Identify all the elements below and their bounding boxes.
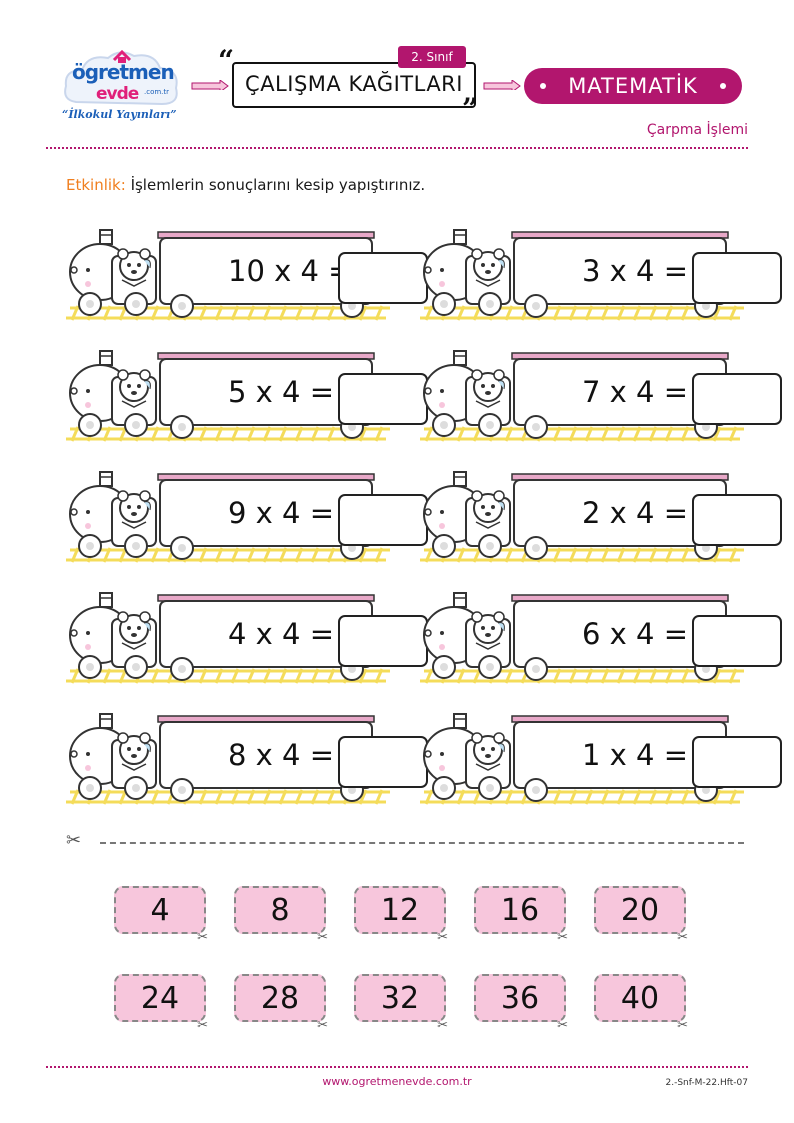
train-illustration (66, 592, 390, 684)
scissors-icon: ✂ (437, 1018, 448, 1033)
train-problem-card: 3 x 4 = (414, 228, 782, 328)
arrow-right-icon (191, 80, 229, 90)
train-illustration (66, 713, 390, 805)
train-illustration (420, 350, 744, 442)
train-illustration (66, 471, 390, 563)
open-quote-icon: “ (218, 44, 235, 77)
multiplication-expression: 10 x 4 = (228, 254, 353, 288)
answer-drop-box[interactable] (338, 373, 428, 425)
train-problem-card: 6 x 4 = (414, 591, 782, 691)
answer-drop-box[interactable] (338, 252, 428, 304)
answer-drop-box[interactable] (692, 494, 782, 546)
scissors-icon: ✂ (66, 830, 82, 851)
answer-drop-box[interactable] (692, 615, 782, 667)
answer-cutout-card[interactable]: 12 ✂ (354, 886, 448, 945)
scissors-icon: ✂ (197, 1018, 208, 1033)
train-illustration (420, 229, 744, 321)
instruction-label: Etkinlik: (66, 176, 126, 194)
answer-number: 40 (620, 981, 660, 1016)
answer-number: 24 (140, 981, 180, 1016)
multiplication-expression: 8 x 4 = (228, 738, 335, 772)
close-quote-icon: ” (462, 92, 479, 125)
multiplication-expression: 2 x 4 = (582, 496, 689, 530)
page-title: ÇALIŞMA KAĞITLARI (245, 72, 463, 96)
answer-number: 8 (270, 893, 290, 928)
scissors-icon: ✂ (317, 1018, 328, 1033)
answer-cutout-card[interactable]: 20 ✂ (594, 886, 688, 945)
answer-number: 4 (150, 893, 170, 928)
answer-cutout-card[interactable]: 32 ✂ (354, 974, 448, 1033)
scissors-icon: ✂ (677, 930, 688, 945)
scissors-icon: ✂ (197, 930, 208, 945)
train-problem-card: 4 x 4 = (60, 591, 428, 691)
answer-number: 16 (500, 893, 540, 928)
scissors-icon: ✂ (317, 930, 328, 945)
answer-cutout-card[interactable]: 4✂ (114, 886, 208, 945)
train-illustration (66, 350, 390, 442)
bullet-dot-icon (720, 83, 726, 89)
train-problem-card: 8 x 4 = (60, 712, 428, 812)
answer-number: 36 (500, 981, 540, 1016)
title-box: ÇALIŞMA KAĞITLARI (232, 62, 476, 108)
logo-slogan: “İlkokul Yayınları” (62, 108, 177, 121)
multiplication-expression: 9 x 4 = (228, 496, 335, 530)
answer-drop-box[interactable] (692, 373, 782, 425)
cut-line (100, 842, 744, 844)
scissors-icon: ✂ (557, 930, 568, 945)
answer-cutout-card[interactable]: 8✂ (234, 886, 328, 945)
instruction: Etkinlik: İşlemlerin sonuçlarını kesip y… (66, 176, 425, 194)
logo-wordmark: ögretmen (72, 60, 175, 84)
footer-divider (46, 1066, 748, 1068)
multiplication-expression: 4 x 4 = (228, 617, 335, 651)
answer-drop-box[interactable] (692, 736, 782, 788)
train-problem-card: 1 x 4 = (414, 712, 782, 812)
subject-pill: MATEMATİK (524, 68, 742, 104)
scissors-icon: ✂ (437, 930, 448, 945)
answer-drop-box[interactable] (338, 494, 428, 546)
arrow-right-icon (483, 80, 521, 90)
grade-badge: 2. Sınıf (398, 46, 466, 68)
cloud-logo-icon (64, 49, 178, 106)
logo-evde: evde (96, 84, 139, 104)
answer-cutout-card[interactable]: 24 ✂ (114, 974, 208, 1033)
answer-number: 20 (620, 893, 660, 928)
topic-label: Çarpma İşlemi (646, 122, 748, 138)
train-illustration (420, 713, 744, 805)
multiplication-expression: 5 x 4 = (228, 375, 335, 409)
train-problem-card: 10 x 4 = (60, 228, 428, 328)
answer-number: 28 (260, 981, 300, 1016)
train-problem-card: 9 x 4 = (60, 470, 428, 570)
train-problem-card: 2 x 4 = (414, 470, 782, 570)
answer-cutout-card[interactable]: 36 ✂ (474, 974, 568, 1033)
scissors-icon: ✂ (677, 1018, 688, 1033)
multiplication-expression: 7 x 4 = (582, 375, 689, 409)
train-problem-card: 5 x 4 = (60, 349, 428, 449)
train-illustration (66, 229, 390, 321)
multiplication-expression: 6 x 4 = (582, 617, 689, 651)
answer-cutout-card[interactable]: 16 ✂ (474, 886, 568, 945)
footer-url[interactable]: www.ogretmenevde.com.tr (322, 1075, 472, 1088)
instruction-text: İşlemlerin sonuçlarını kesip yapıştırını… (125, 176, 426, 194)
scissors-icon: ✂ (557, 1018, 568, 1033)
answer-cutout-card[interactable]: 40 ✂ (594, 974, 688, 1033)
subject-label: MATEMATİK (568, 74, 698, 98)
answer-cutout-card[interactable]: 28 ✂ (234, 974, 328, 1033)
multiplication-expression: 3 x 4 = (582, 254, 689, 288)
answer-number: 32 (380, 981, 420, 1016)
answer-number: 12 (380, 893, 420, 928)
bullet-dot-icon (540, 83, 546, 89)
logo-domain: .com.tr (144, 88, 170, 96)
answer-drop-box[interactable] (692, 252, 782, 304)
train-problem-card: 7 x 4 = (414, 349, 782, 449)
header-divider (46, 147, 748, 149)
multiplication-expression: 1 x 4 = (582, 738, 689, 772)
footer-code: 2.-Snf-M-22.Hft-07 (665, 1078, 748, 1088)
logo: ögretmen evde .com.tr “İlkokul Yayınları… (62, 48, 192, 128)
